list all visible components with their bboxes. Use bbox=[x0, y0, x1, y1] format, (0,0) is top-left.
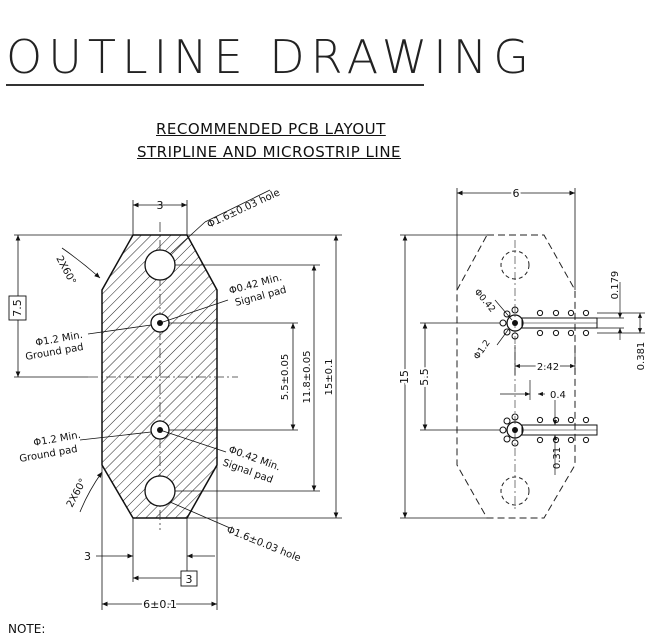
hole-top-dashed bbox=[500, 250, 530, 280]
dim-angle-top: 2X60° bbox=[53, 254, 77, 286]
right-dim-height: 15 bbox=[398, 370, 411, 384]
hole-bottom-dashed bbox=[500, 476, 530, 506]
connector-pad-top bbox=[499, 306, 598, 340]
right-dim-0179: 0.179 bbox=[610, 271, 621, 300]
note-label: NOTE: bbox=[8, 622, 46, 636]
right-pcb-view: 6 Φ0.42 Φ1.2 0.179 0.381 15 5.5 2.42 bbox=[396, 185, 647, 519]
pcb-outline-dashed bbox=[456, 234, 576, 519]
dim-bottom-box-3: 3 bbox=[186, 573, 193, 586]
right-dim-width: 6 bbox=[513, 187, 520, 200]
right-dim-242: 2.42 bbox=[537, 362, 559, 373]
dim-angle-bottom: 2X60° bbox=[65, 477, 89, 509]
subtitle-line-2: STRIPLINE AND MICROSTRIP LINE bbox=[137, 143, 402, 161]
mount-hole-top bbox=[144, 249, 176, 281]
dim-top-width: 3 bbox=[157, 199, 164, 212]
dim-pad-spacing: 5.5±0.05 bbox=[280, 354, 291, 401]
subtitle-line-1: RECOMMENDED PCB LAYOUT bbox=[156, 120, 386, 138]
dim-box-7-5: 7.5 bbox=[11, 299, 24, 317]
right-dim-031: 0.31 bbox=[552, 447, 563, 469]
right-dim-phi-042: Φ0.42 bbox=[472, 288, 497, 315]
connector-pad-bottom bbox=[499, 413, 598, 447]
ground-pad-bottom-label-2: Ground pad bbox=[19, 444, 79, 465]
dim-hole-bottom: Φ1.6±0.03 hole bbox=[225, 525, 302, 565]
left-pcb-view: 3 Φ1.6±0.03 hole 2X60° 7.5 Φ0.42 Min. Si… bbox=[8, 187, 342, 613]
right-dim-55: 5.5 bbox=[418, 368, 431, 386]
page-title: OUTLINE DRAWING bbox=[6, 30, 535, 84]
right-dim-04: 0.4 bbox=[550, 390, 566, 401]
title-underline bbox=[6, 84, 424, 86]
right-dim-0381: 0.381 bbox=[636, 342, 647, 371]
dim-bottom-3: 3 bbox=[84, 550, 91, 563]
dim-width: 6±0.1 bbox=[143, 598, 177, 611]
right-dim-phi-12: Φ1.2 bbox=[472, 338, 492, 361]
mount-hole-bottom bbox=[144, 475, 176, 507]
dim-hole-top: Φ1.6±0.03 hole bbox=[206, 187, 282, 230]
dim-hole-spacing: 11.8±0.05 bbox=[302, 351, 313, 404]
dim-total-height: 15±0.1 bbox=[324, 358, 335, 395]
